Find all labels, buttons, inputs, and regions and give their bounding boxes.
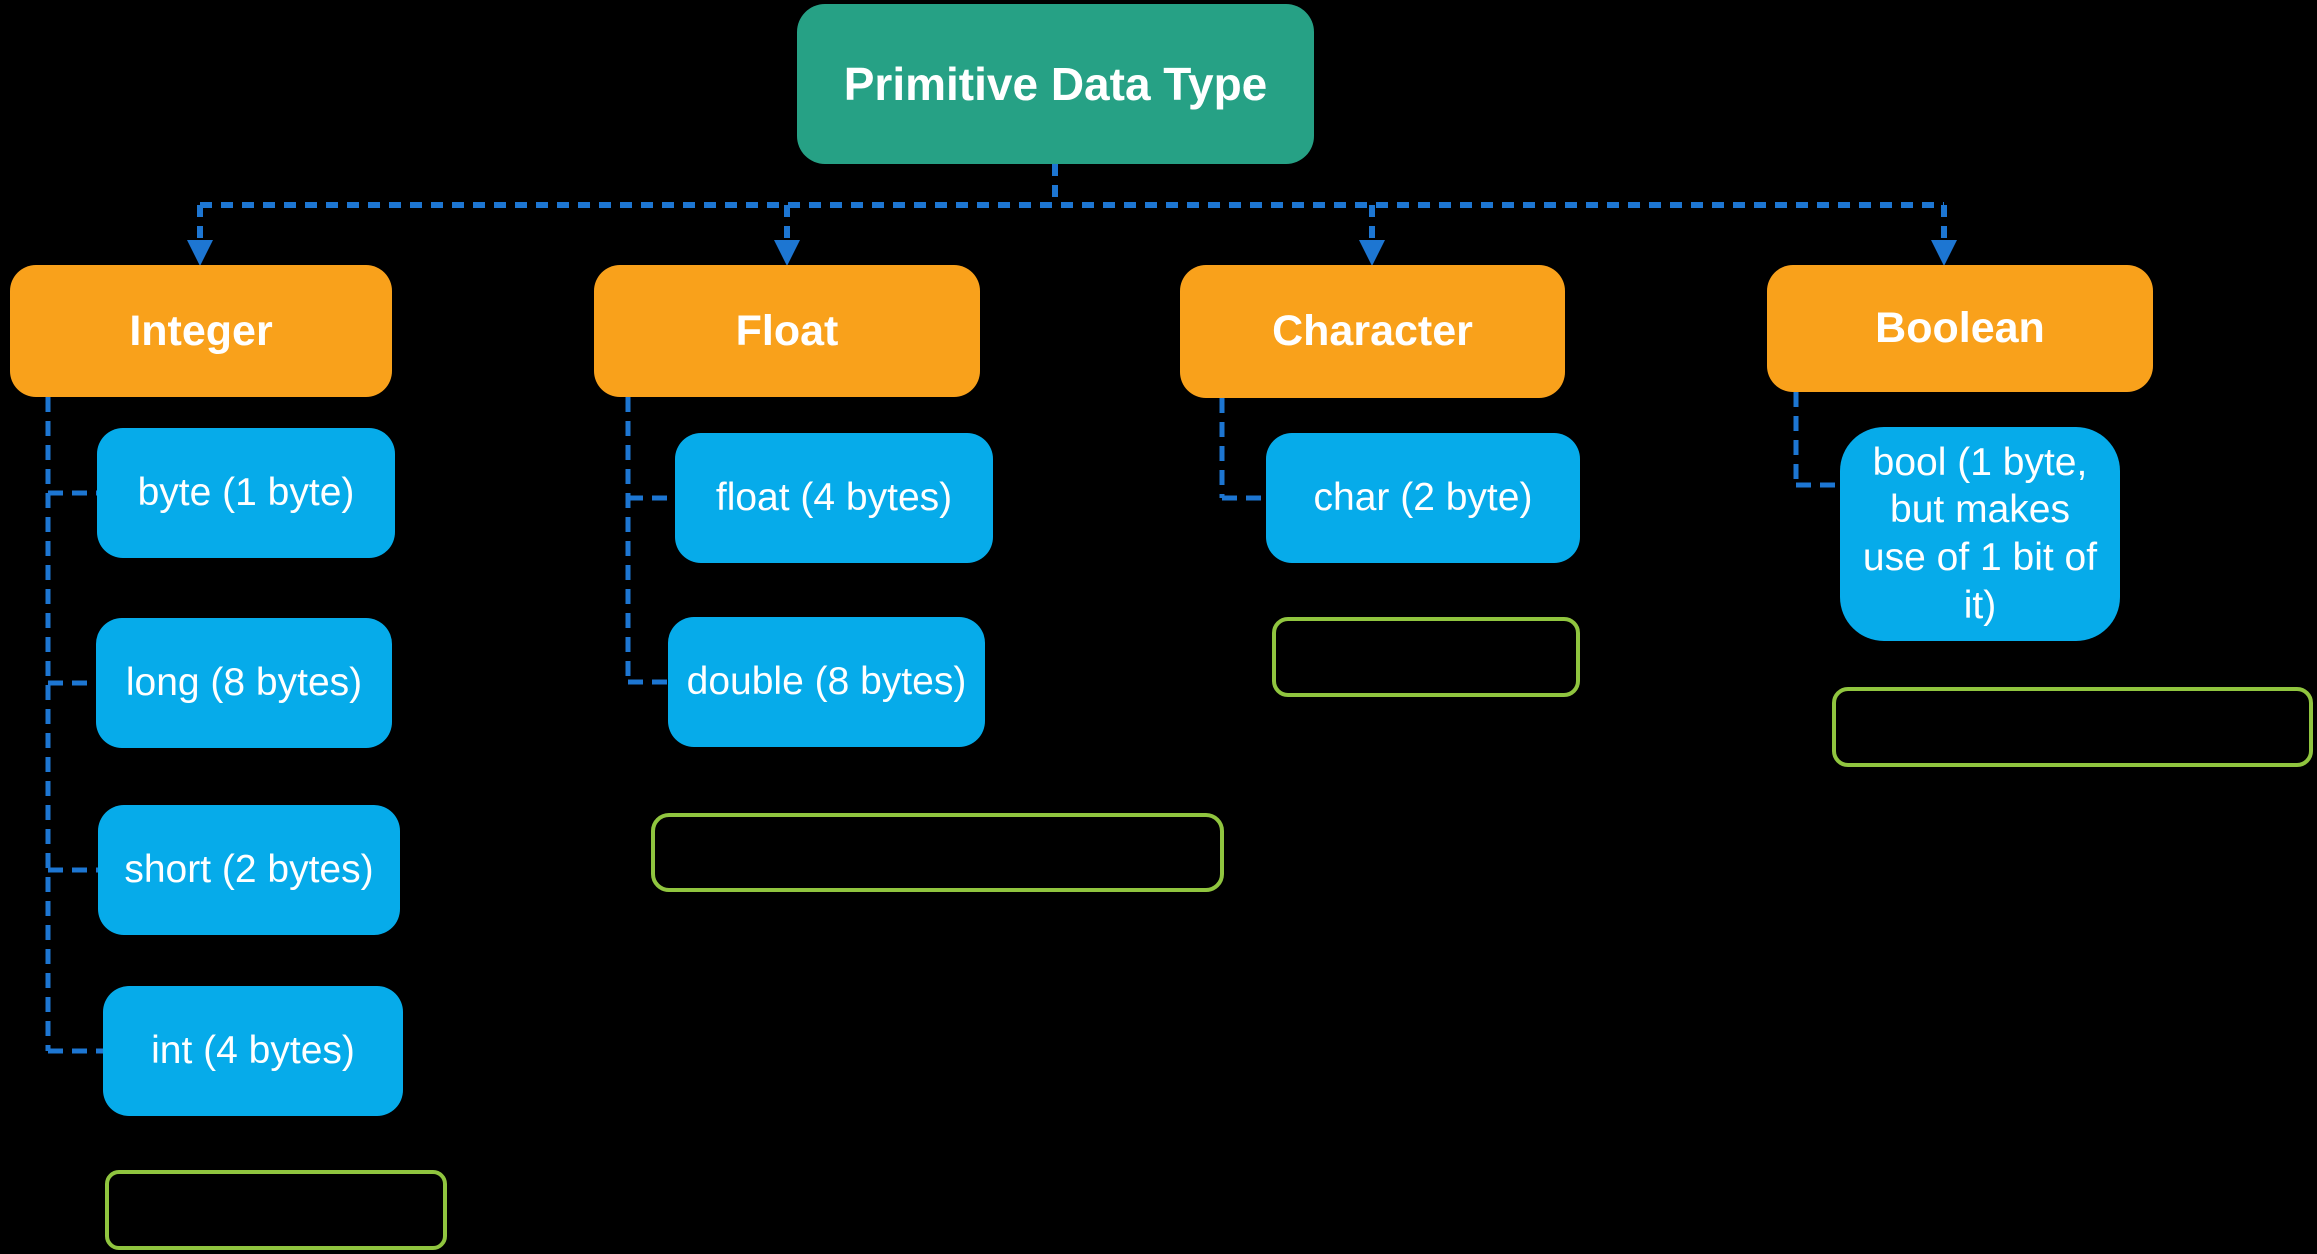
arrow-down-icon [774,240,800,266]
empty-box-character [1272,617,1580,697]
empty-box-boolean [1832,687,2313,767]
arrow-down-icon [1931,240,1957,266]
node-float: Float [594,265,980,397]
empty-box-float [651,813,1224,892]
arrow-down-icon [1359,240,1385,266]
node-bool: bool (1 byte, but makes use of 1 bit of … [1840,427,2120,641]
node-character: Character [1180,265,1565,398]
node-int: int (4 bytes) [103,986,403,1116]
arrow-down-icon [187,240,213,266]
node-byte: byte (1 byte) [97,428,395,558]
character-children-connector [1219,398,1266,501]
node-primitive-data-type: Primitive Data Type [797,4,1314,164]
node-double: double (8 bytes) [668,617,985,747]
node-long: long (8 bytes) [96,618,392,748]
empty-box-integer [105,1170,447,1250]
root-tree-connector [187,164,1957,266]
node-integer: Integer [10,265,392,397]
boolean-children-connector [1793,392,1840,488]
integer-children-connector [45,397,103,1054]
node-boolean: Boolean [1767,265,2153,392]
node-float-4-bytes: float (4 bytes) [675,433,993,563]
node-short: short (2 bytes) [98,805,400,935]
node-char: char (2 byte) [1266,433,1580,563]
